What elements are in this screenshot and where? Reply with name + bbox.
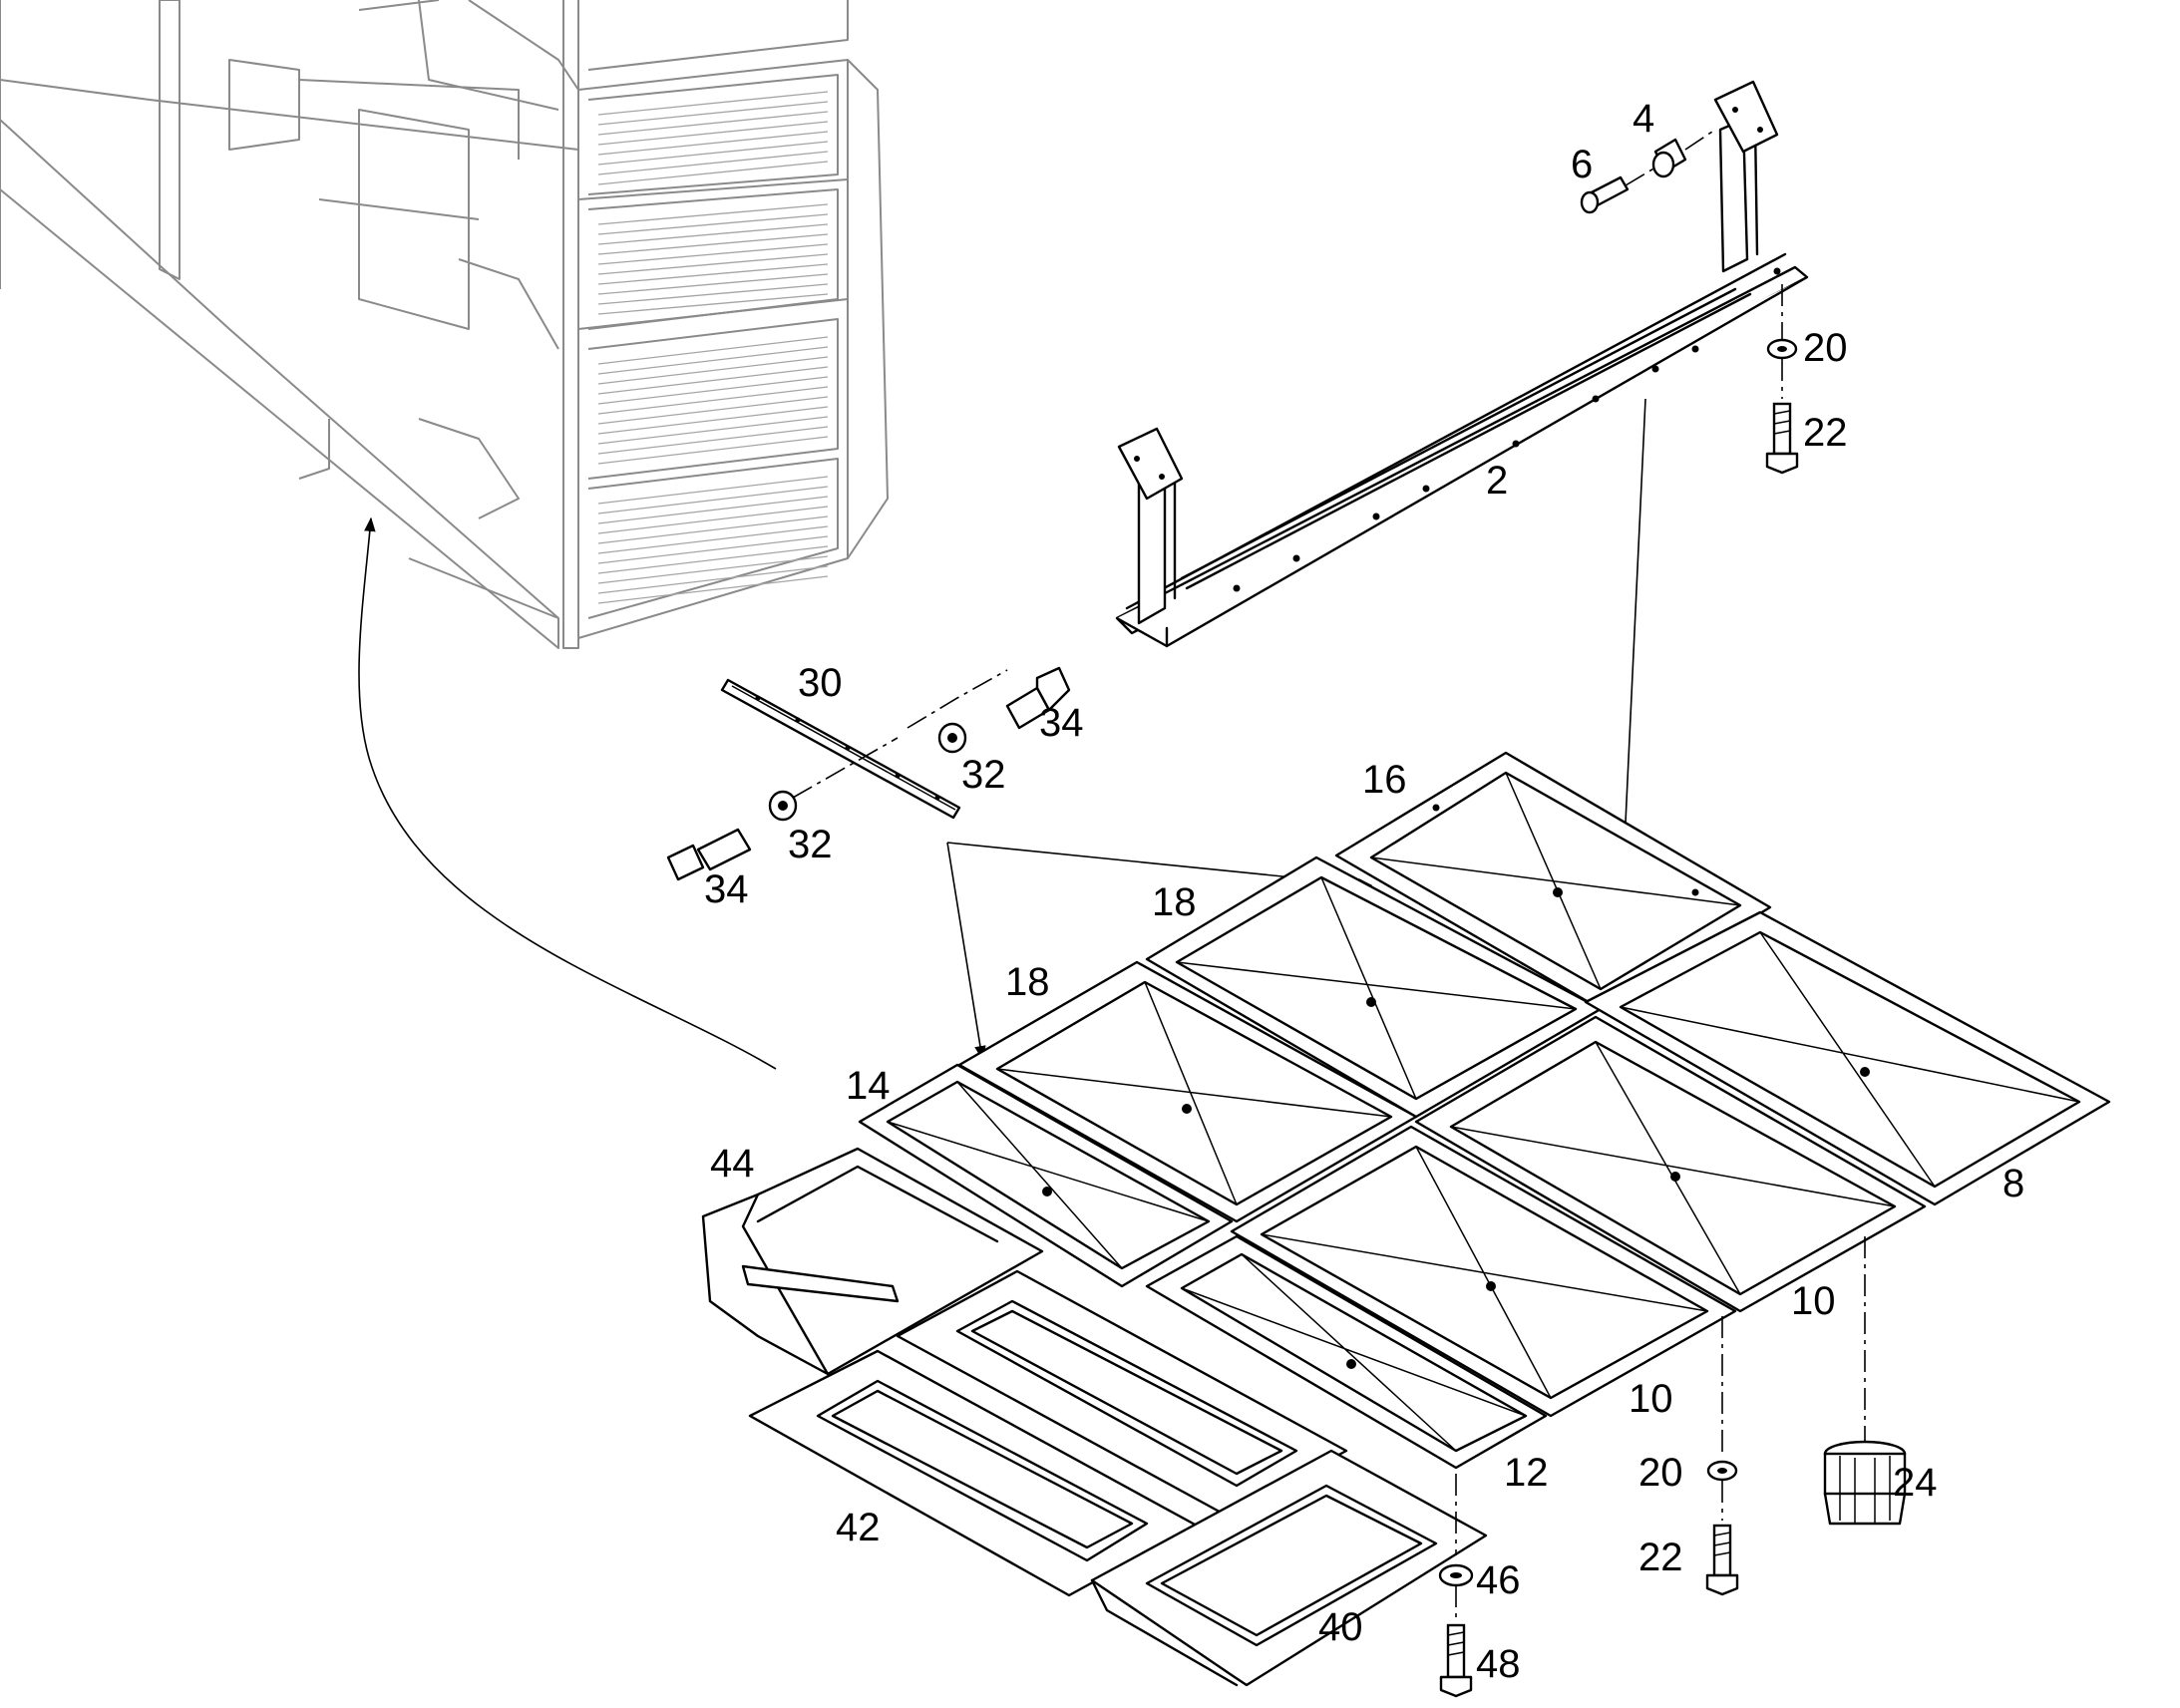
washer-20-lower: [1706, 1460, 1738, 1482]
callout-16: 16: [1362, 758, 1407, 802]
callout-labels: 2 4 6 8 10 10 12 14 16 18 18 20 20 22 22…: [704, 97, 2024, 1686]
callout-30: 30: [798, 661, 843, 705]
callout-48: 48: [1476, 1642, 1521, 1686]
callout-24: 24: [1893, 1461, 1938, 1505]
callout-34-lower: 34: [704, 867, 749, 911]
cover-panel-40: [1090, 1449, 1488, 1687]
cover-panel-44: [701, 1147, 1044, 1376]
callout-32-lower: 32: [788, 823, 833, 866]
washer-46: [1438, 1563, 1474, 1587]
callout-40: 40: [1318, 1605, 1363, 1649]
floor-panel-14: [858, 1063, 1234, 1288]
cover-frame-42-upper: [896, 1269, 1348, 1518]
callout-10-lower: 10: [1629, 1377, 1673, 1421]
callout-4: 4: [1633, 97, 1654, 141]
callout-14: 14: [846, 1064, 891, 1108]
washer-32-lower: [768, 790, 798, 822]
floor-panel-18-lower: [957, 960, 1418, 1223]
callout-10-upper: 10: [1791, 1279, 1836, 1323]
floor-panel-10-upper: [1414, 1015, 1927, 1313]
washer-20-upper: [1766, 338, 1798, 360]
screw-6: [1580, 175, 1630, 214]
callout-20-lower: 20: [1638, 1451, 1683, 1495]
machine-frame: [0, 0, 889, 649]
callout-22-upper: 22: [1803, 411, 1848, 455]
clamp-strip-30: [720, 678, 961, 820]
support-frame-2: [1115, 80, 1809, 648]
assembly-arrow-to-frame: [358, 516, 777, 1070]
callout-42: 42: [836, 1506, 881, 1549]
callout-18-lower: 18: [1005, 960, 1050, 1004]
plug-24: [1823, 1440, 1907, 1526]
callout-8: 8: [2002, 1162, 2024, 1205]
floor-panel-8: [1584, 910, 2111, 1206]
bolt-22-lower: [1705, 1524, 1739, 1596]
washer-32-upper: [937, 722, 967, 754]
floor-panel-12: [1145, 1234, 1548, 1470]
bolt-48: [1439, 1623, 1473, 1698]
callout-18-upper: 18: [1152, 880, 1197, 924]
callout-44: 44: [710, 1142, 755, 1186]
floor-panel-18-upper: [1145, 855, 1603, 1119]
callout-20-upper: 20: [1803, 326, 1848, 370]
strip-arrow-down: [946, 842, 986, 1061]
callout-34-upper: 34: [1039, 701, 1084, 745]
bolt-34-lower: [666, 828, 752, 881]
floor-panel-10-lower: [1230, 1125, 1737, 1418]
callout-2: 2: [1486, 459, 1508, 503]
callout-6: 6: [1571, 143, 1593, 186]
bolt-22-upper: [1765, 402, 1799, 475]
callout-22-lower: 22: [1638, 1536, 1683, 1579]
callout-12: 12: [1504, 1451, 1549, 1495]
callout-46: 46: [1476, 1558, 1521, 1602]
spacer-4: [1651, 138, 1687, 178]
callout-32-upper: 32: [961, 753, 1006, 797]
bolt-34-upper: [1005, 666, 1071, 730]
floor-panel-16: [1334, 751, 1772, 1011]
